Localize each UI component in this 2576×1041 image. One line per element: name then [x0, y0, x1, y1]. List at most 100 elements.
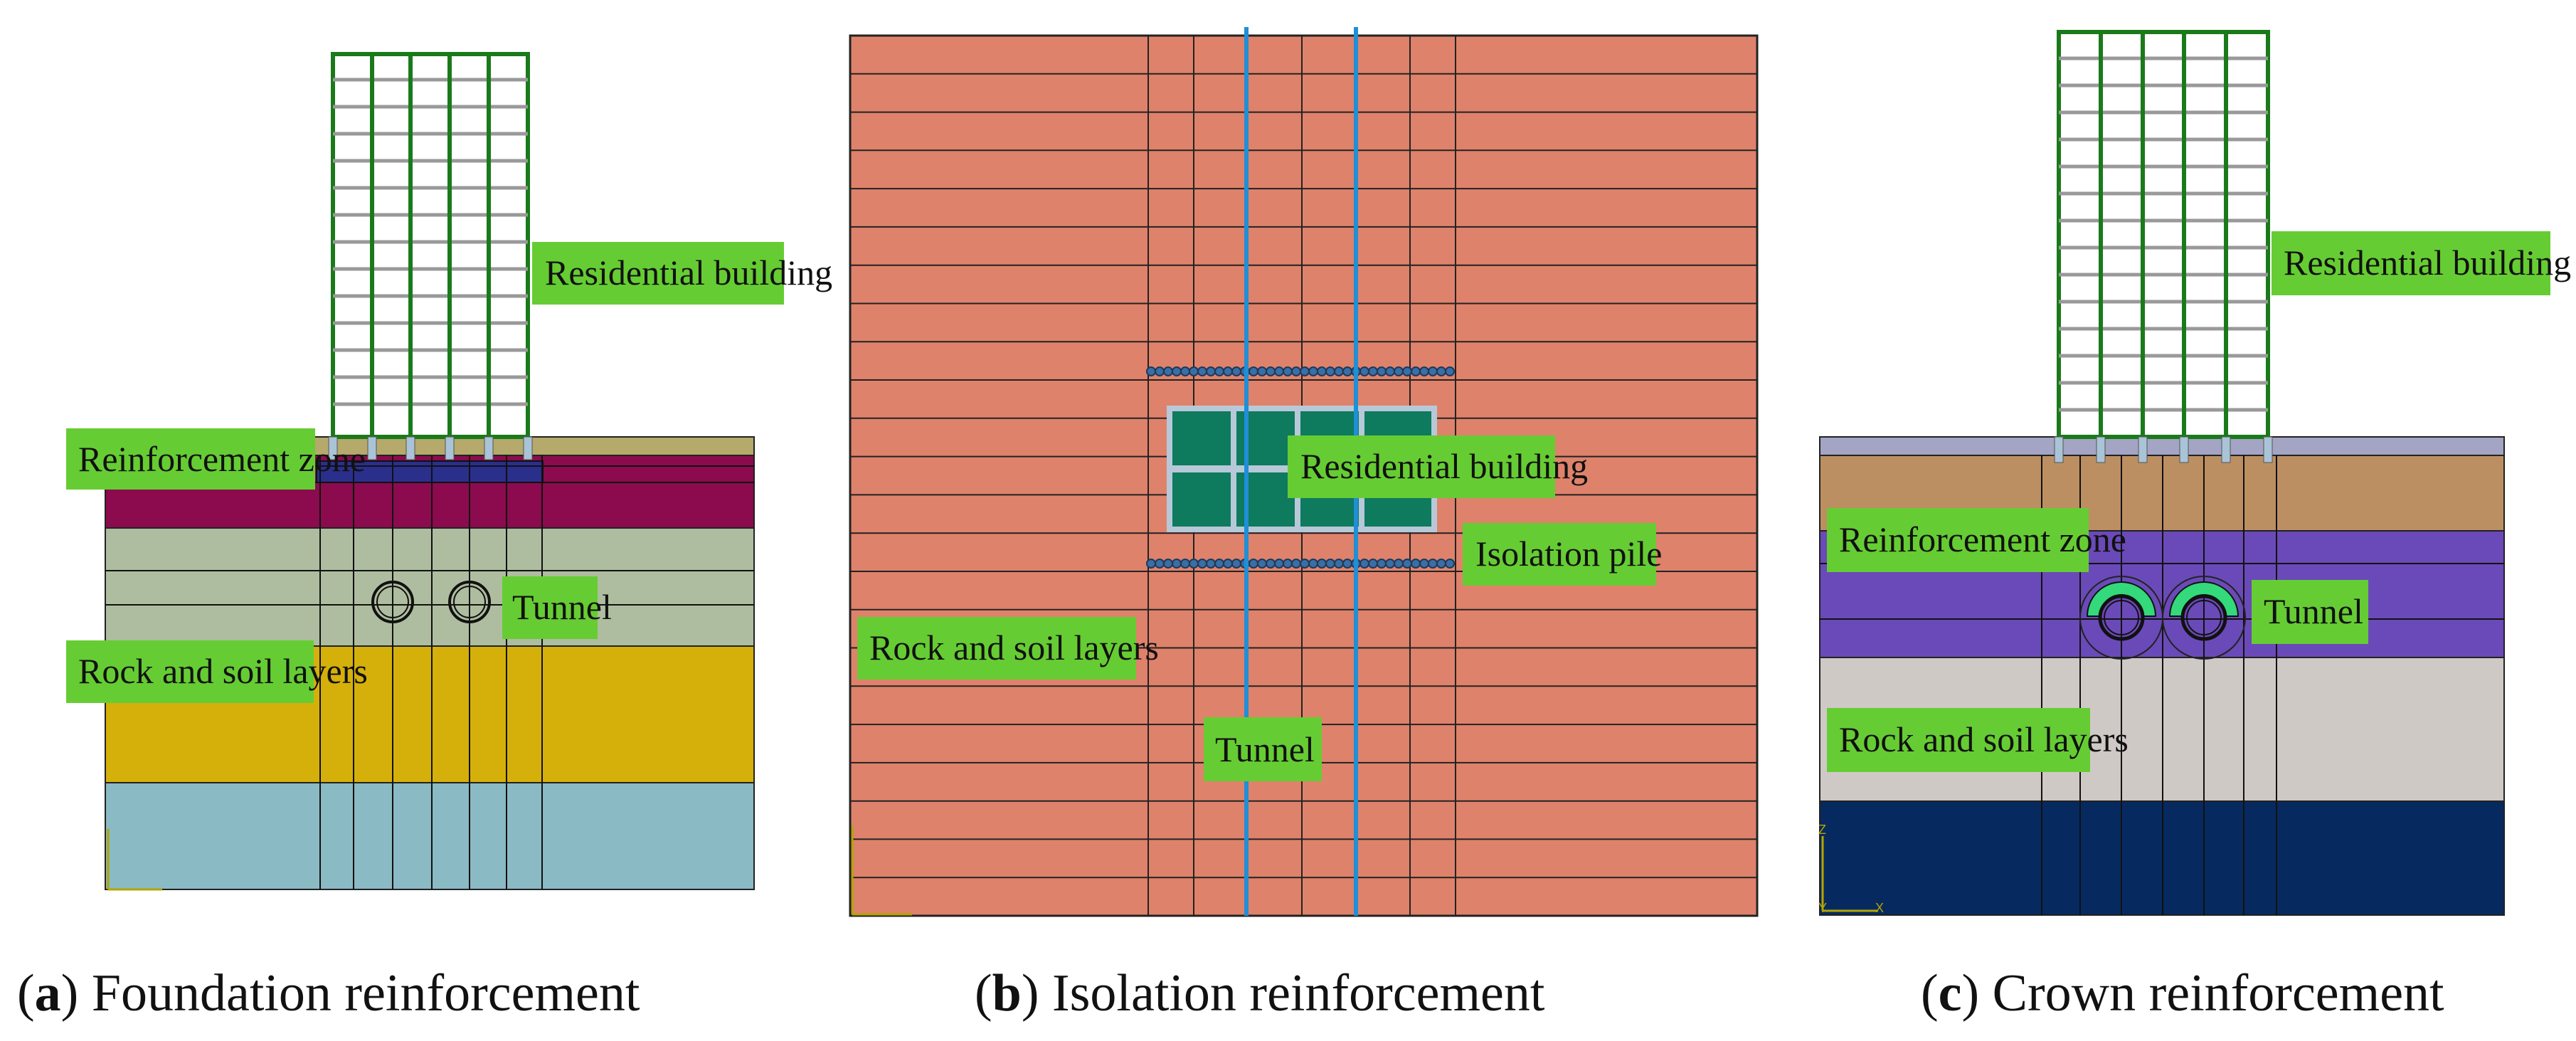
panel-b-isolation-pile	[1368, 559, 1378, 569]
caption-c-text: Crown reinforcement	[1993, 964, 2444, 1022]
caption-a-text: Foundation reinforcement	[92, 964, 640, 1022]
panel-b-isolation-pile	[1377, 366, 1387, 376]
panel-a-building-frame	[328, 52, 533, 460]
panel-a-tunnels	[371, 581, 491, 623]
panel-c-label-residential: Residential building	[2272, 231, 2571, 295]
panel-b-isolation-pile	[1163, 366, 1173, 376]
panel-b-isolation-pile	[1180, 559, 1190, 569]
panel-b-isolation-pile	[1394, 366, 1404, 376]
panel-b-isolation-pile	[1257, 559, 1267, 569]
panel-b-isolation-pile	[1223, 559, 1233, 569]
panel-b-isolation-pile	[1385, 366, 1395, 376]
panel-b-label-isolation-pile-text: Isolation pile	[1475, 534, 1662, 574]
panel-b-isolation-pile	[1146, 366, 1156, 376]
panel-a-label-rock-soil: Rock and soil layers	[66, 640, 368, 703]
panel-b-isolation-pile	[1359, 559, 1369, 569]
panel-b-label-rock-soil: Rock and soil layers	[857, 617, 1159, 680]
panel-c-building-footings	[2054, 436, 2273, 463]
panel-b-isolation-pile	[1257, 366, 1267, 376]
panel-c-label-residential-text: Residential building	[2284, 243, 2571, 282]
panel-b-isolation-pile	[1155, 559, 1165, 569]
caption-a-letter: a	[35, 964, 61, 1022]
panel-b-isolation-pile	[1359, 366, 1369, 376]
panel-b-isolation-pile	[1300, 559, 1310, 569]
panel-b: Residential building Isolation pile Rock…	[849, 27, 1759, 917]
panel-b-isolation-pile	[1342, 366, 1352, 376]
panel-b-isolation-pile	[1197, 559, 1207, 569]
caption-a: (a) Foundation reinforcement	[17, 964, 640, 1022]
svg-text:Z: Z	[1818, 823, 1826, 837]
panel-a-soil-layers	[105, 436, 755, 890]
panel-a-building-footings	[328, 436, 533, 460]
svg-text:Y: Y	[1818, 901, 1827, 915]
panel-b-isolation-pile	[1206, 559, 1216, 569]
panel-a-layer-blue	[105, 782, 755, 890]
panel-b-isolation-pile	[1445, 559, 1455, 569]
panel-b-isolation-pile	[1368, 366, 1378, 376]
panel-b-isolation-pile	[1266, 366, 1276, 376]
panel-b-isolation-pile	[1419, 366, 1429, 376]
panel-a-layer-grey-green	[105, 527, 755, 647]
panel-b-isolation-pile	[1249, 559, 1258, 569]
panel-b-isolation-pile	[1189, 366, 1199, 376]
caption-b-text: Isolation reinforcement	[1052, 964, 1545, 1022]
panel-b-isolation-pile	[1146, 559, 1156, 569]
panel-c-axis: Z Y X	[1818, 823, 1884, 915]
panel-b-isolation-pile	[1308, 366, 1318, 376]
panel-a-label-tunnel: Tunnel	[502, 576, 612, 639]
panel-b-isolation-pile	[1334, 559, 1344, 569]
panel-b-isolation-pile	[1325, 559, 1335, 569]
panel-c-label-tunnel-text: Tunnel	[2264, 591, 2363, 631]
panel-c-label-tunnel: Tunnel	[2252, 580, 2368, 644]
panel-b-isolation-pile	[1436, 366, 1446, 376]
panel-c-label-reinforcement: Reinforcement zone	[1827, 508, 2126, 572]
panel-b-isolation-pile	[1155, 366, 1165, 376]
panel-b-isolation-pile	[1445, 366, 1455, 376]
panel-b-isolation-pile	[1411, 366, 1421, 376]
panel-b-isolation-pile	[1334, 366, 1344, 376]
caption-b-letter: b	[992, 964, 1022, 1022]
caption-c-letter: c	[1939, 964, 1962, 1022]
panel-b-isolation-pile	[1436, 559, 1446, 569]
panel-a: Residential building Reinforcement zone …	[66, 52, 832, 891]
panel-b-isolation-pile	[1172, 366, 1182, 376]
panel-b-label-tunnel: Tunnel	[1204, 717, 1322, 781]
panel-b-axis	[851, 825, 912, 916]
panel-b-isolation-pile	[1317, 559, 1327, 569]
panel-c-building-columns	[2099, 32, 2228, 437]
panel-b-isolation-pile	[1249, 366, 1258, 376]
panel-b-isolation-pile	[1385, 559, 1395, 569]
panel-a-tunnel-right	[448, 581, 491, 623]
panel-c-tunnel-left	[2098, 594, 2145, 641]
panel-b-isolation-pile	[1308, 559, 1318, 569]
panel-a-building-columns	[370, 54, 491, 437]
svg-text:X: X	[1875, 901, 1884, 915]
panel-b-isolation-pile	[1325, 366, 1335, 376]
panel-b-isolation-pile	[1428, 366, 1438, 376]
panel-b-isolation-pile	[1231, 366, 1241, 376]
panel-b-isolation-pile	[1180, 366, 1190, 376]
panel-a-label-rock-soil-text: Rock and soil layers	[78, 651, 368, 691]
caption-b: (b) Isolation reinforcement	[975, 964, 1545, 1022]
panel-b-isolation-pile	[1291, 559, 1301, 569]
panel-b-isolation-pile	[1317, 366, 1327, 376]
panel-c-label-reinforcement-text: Reinforcement zone	[1839, 519, 2126, 559]
panel-b-isolation-pile	[1291, 366, 1301, 376]
panel-b-isolation-pile	[1231, 559, 1241, 569]
panel-b-isolation-pile	[1402, 366, 1412, 376]
panel-b-isolation-pile	[1342, 559, 1352, 569]
panel-c-building-floors	[2059, 56, 2268, 412]
panel-a-label-residential: Residential building	[532, 242, 832, 305]
panel-c-building-frame	[2054, 30, 2273, 463]
panel-b-label-rock-soil-text: Rock and soil layers	[869, 628, 1159, 667]
panel-c-tunnels	[2079, 576, 2246, 660]
panel-a-label-reinforcement-text: Reinforcement zone	[78, 439, 366, 479]
panel-b-label-residential-text: Residential building	[1300, 446, 1588, 486]
panel-a-tunnel-left	[371, 581, 414, 623]
panel-b-isolation-pile	[1377, 559, 1387, 569]
panel-b-isolation-pile	[1206, 366, 1216, 376]
panel-b-isolation-pile	[1428, 559, 1438, 569]
panel-c: Z Y X Residential building Reinforcement…	[1818, 30, 2571, 916]
panel-b-isolation-pile	[1274, 366, 1284, 376]
